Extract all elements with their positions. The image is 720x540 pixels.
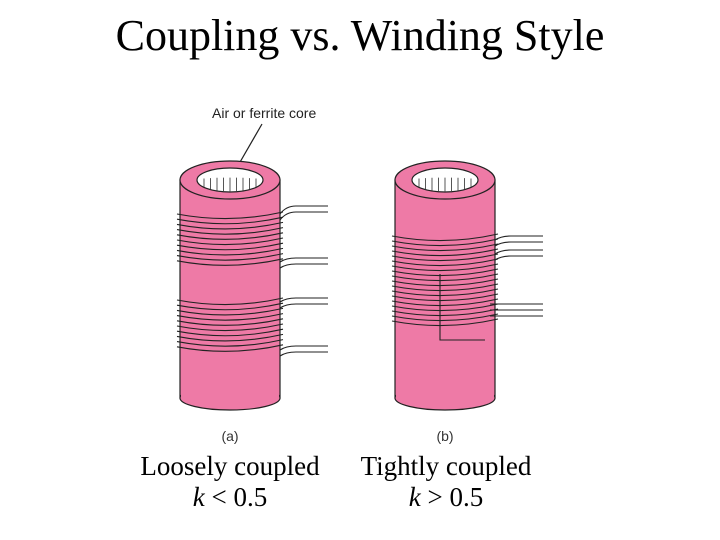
- caption-b-k-relation: > 0.5: [427, 482, 484, 513]
- caption-b-title: Tightly coupled: [360, 451, 532, 481]
- winding-turn: [176, 227, 284, 235]
- winding-turn: [176, 328, 284, 337]
- caption-a: Loosely coupled k < 0.5: [140, 451, 320, 513]
- core-hole-lines-a: [203, 177, 257, 192]
- leads-a: [279, 205, 328, 357]
- winding-turn: [391, 303, 499, 312]
- winding-turn: [391, 273, 499, 282]
- caption-a-k-symbol: k: [192, 482, 205, 513]
- crossover-wire-b: [439, 274, 485, 341]
- caption-a-k-relation: < 0.5: [211, 482, 268, 513]
- winding-turn: [391, 318, 499, 327]
- core-label: Air or ferrite core: [212, 105, 316, 121]
- winding-turn: [391, 278, 499, 287]
- winding-turn: [176, 313, 284, 321]
- winding-a-upper: [176, 211, 284, 266]
- winding-turn: [391, 233, 499, 242]
- caption-b: Tightly coupled k > 0.5: [352, 451, 540, 513]
- winding-turn: [176, 216, 284, 225]
- winding-turn: [176, 232, 284, 240]
- winding-turn: [391, 258, 499, 267]
- winding-turn: [391, 248, 499, 257]
- winding-turn: [391, 293, 499, 302]
- winding-turn: [176, 344, 284, 352]
- caption-a-title: Loosely coupled: [140, 451, 320, 481]
- winding-turn: [391, 238, 499, 247]
- caption-b-k-symbol: k: [408, 482, 421, 513]
- winding-turn: [176, 221, 284, 230]
- leads-b: [489, 235, 543, 317]
- winding-turn: [176, 307, 284, 316]
- winding-turn: [176, 339, 284, 347]
- core-body-a: [179, 179, 281, 399]
- core-hole-lines-b: [418, 177, 472, 192]
- winding-turn: [391, 243, 499, 252]
- winding-turn: [176, 318, 284, 326]
- inductor-a: (a): [176, 160, 328, 444]
- winding-turn: [176, 211, 284, 220]
- caption-a-k: k < 0.5: [140, 482, 320, 513]
- inductor-b: (b): [391, 160, 543, 444]
- winding-b-interleaved: [391, 233, 499, 327]
- winding-turn: [176, 323, 284, 332]
- panel-b-label: (b): [436, 428, 453, 444]
- winding-turn: [176, 297, 284, 306]
- winding-turn: [391, 268, 499, 277]
- winding-a-lower: [176, 297, 284, 352]
- winding-turn: [176, 333, 284, 342]
- winding-turn: [176, 258, 284, 266]
- winding-turn: [176, 253, 284, 261]
- winding-turn: [391, 288, 499, 297]
- panel-a-label: (a): [221, 428, 238, 444]
- caption-b-k: k > 0.5: [352, 482, 540, 513]
- winding-turn: [391, 253, 499, 262]
- winding-turn: [176, 237, 284, 246]
- winding-turn: [176, 302, 284, 311]
- winding-turn: [391, 298, 499, 307]
- winding-turn: [391, 313, 499, 322]
- winding-turn: [176, 242, 284, 251]
- winding-turn: [391, 263, 499, 272]
- slide-title: Coupling vs. Winding Style: [115, 11, 605, 60]
- winding-turn: [176, 247, 284, 256]
- winding-turn: [391, 308, 499, 317]
- winding-turn: [391, 283, 499, 292]
